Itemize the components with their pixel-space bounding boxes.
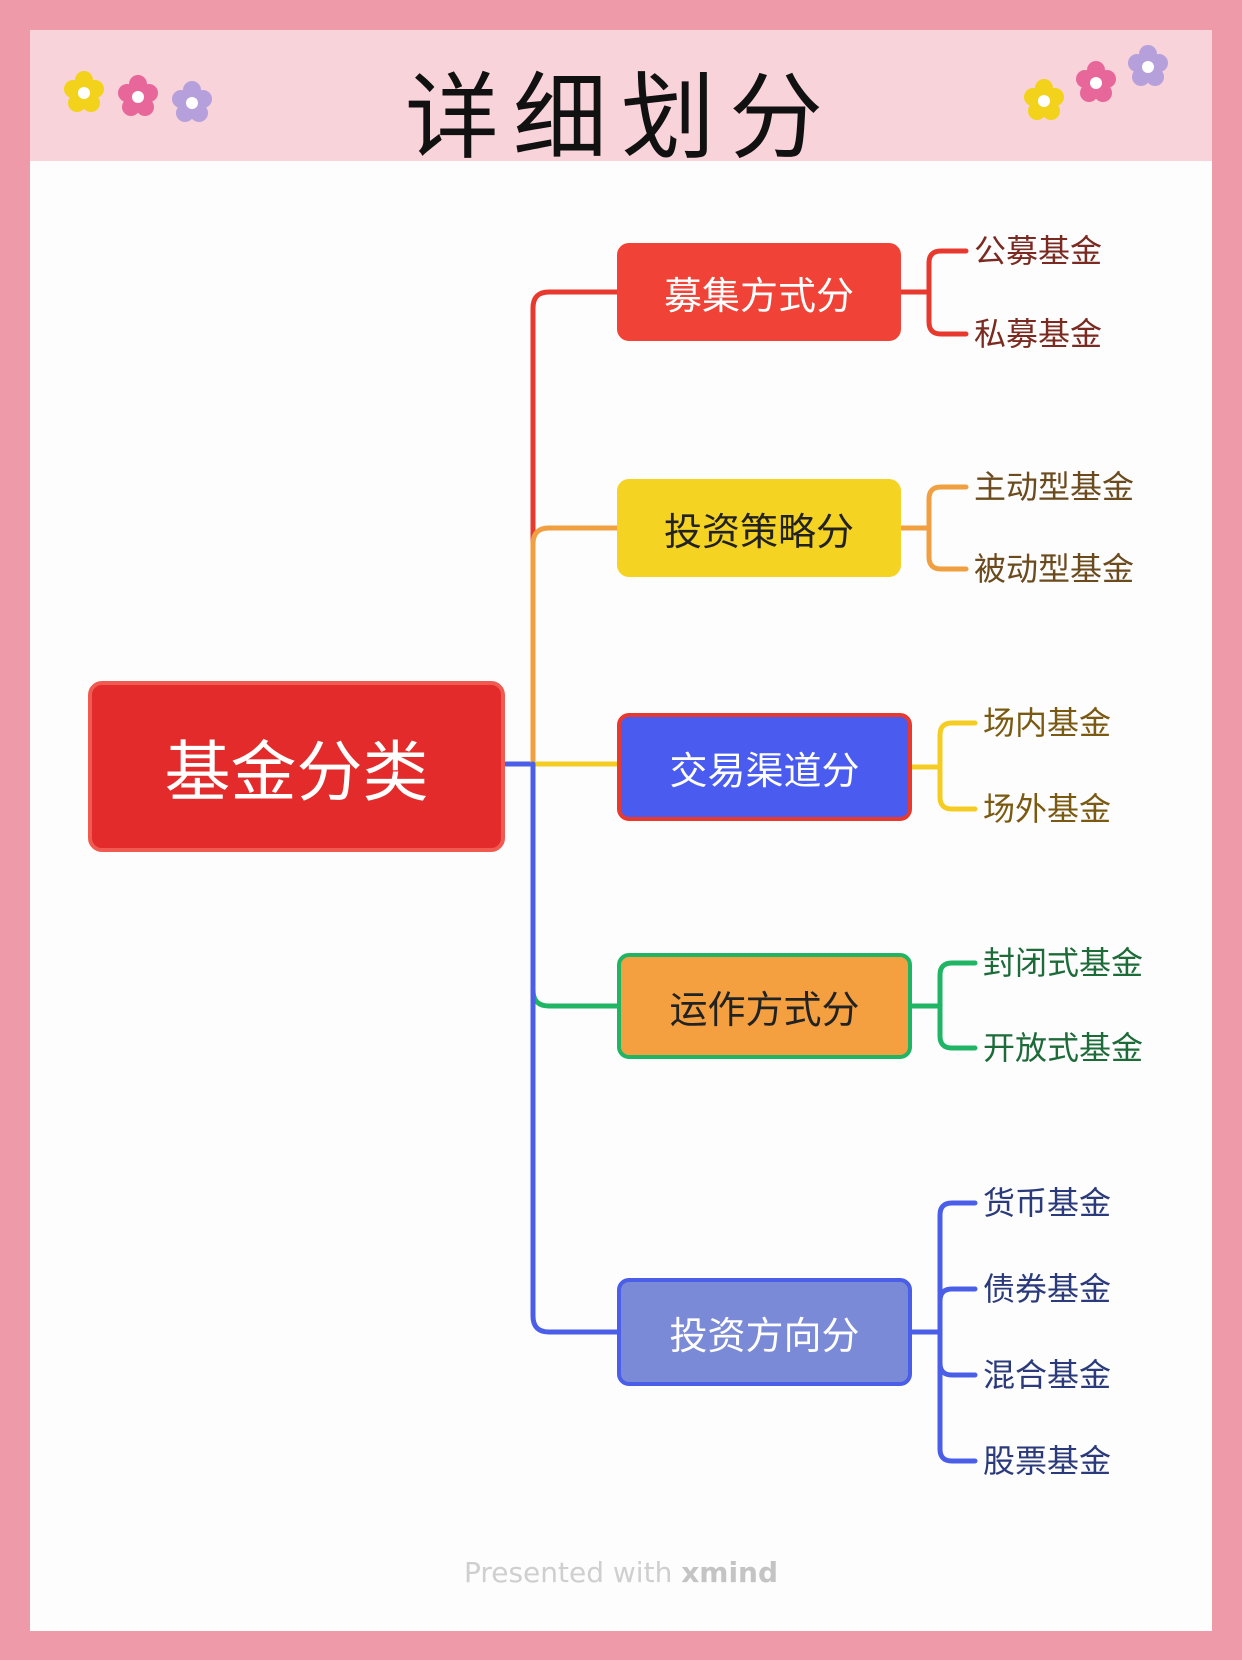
leaf-connector [937,764,978,812]
root-node[interactable]: 基金分类 [88,681,505,852]
branch-label: 投资策略分 [663,509,854,554]
leaf-connector [926,525,969,572]
branch-label: 募集方式分 [663,273,854,318]
branch-connector [530,525,620,767]
leaf-node[interactable]: 开放式基金 [983,1029,1144,1067]
leaf-connector [937,960,978,1009]
flower-icon [1128,45,1168,86]
leaf-node[interactable]: 封闭式基金 [983,944,1144,982]
flower-icon [1076,61,1116,102]
footer-brand: xmind [681,1556,779,1589]
leaf-node[interactable]: 私募基金 [974,315,1103,353]
leaf-node[interactable]: 债券基金 [983,1270,1112,1308]
leaf-connector [937,720,978,770]
leaf-node[interactable]: 场内基金 [983,704,1112,742]
footer-credit: Presented with xmind [0,1556,1242,1589]
page-title: 详细划分 [404,64,837,173]
leaf-connector [937,1329,978,1378]
flower-icon [118,75,158,116]
leaf-connector [937,1200,978,1335]
branch-node[interactable]: 投资策略分 [617,479,901,577]
header-banner: 详细划分 [30,30,1212,173]
branch-connector [530,761,620,1009]
leaf-node[interactable]: 主动型基金 [974,468,1135,506]
branch-node[interactable]: 运作方式分 [617,953,912,1059]
leaf-node[interactable]: 货币基金 [983,1184,1112,1222]
leaf-connector [937,1329,978,1464]
flower-icon [172,81,212,122]
leaf-node[interactable]: 公募基金 [974,232,1103,270]
branch-connector [530,761,620,1335]
branch-label: 投资方向分 [669,1313,860,1358]
leaf-connector [937,1003,978,1051]
branch-node[interactable]: 募集方式分 [617,243,901,341]
flower-icon [1024,79,1064,120]
root-label: 基金分类 [164,733,429,811]
leaf-connector [926,484,969,531]
branch-node[interactable]: 交易渠道分 [617,713,912,821]
leaf-connector [926,248,969,295]
leaf-connector [926,289,969,337]
leaf-node[interactable]: 场外基金 [983,790,1112,828]
footer-prefix: Presented with [463,1556,682,1589]
branch-node[interactable]: 投资方向分 [617,1278,912,1386]
branch-label: 交易渠道分 [669,748,860,793]
leaf-connector [937,1286,978,1335]
leaf-node[interactable]: 被动型基金 [974,550,1135,588]
leaf-node[interactable]: 混合基金 [983,1356,1112,1394]
flower-icon [64,71,104,112]
leaf-node[interactable]: 股票基金 [983,1442,1112,1480]
branch-connector [530,289,620,767]
branch-label: 运作方式分 [669,987,860,1032]
